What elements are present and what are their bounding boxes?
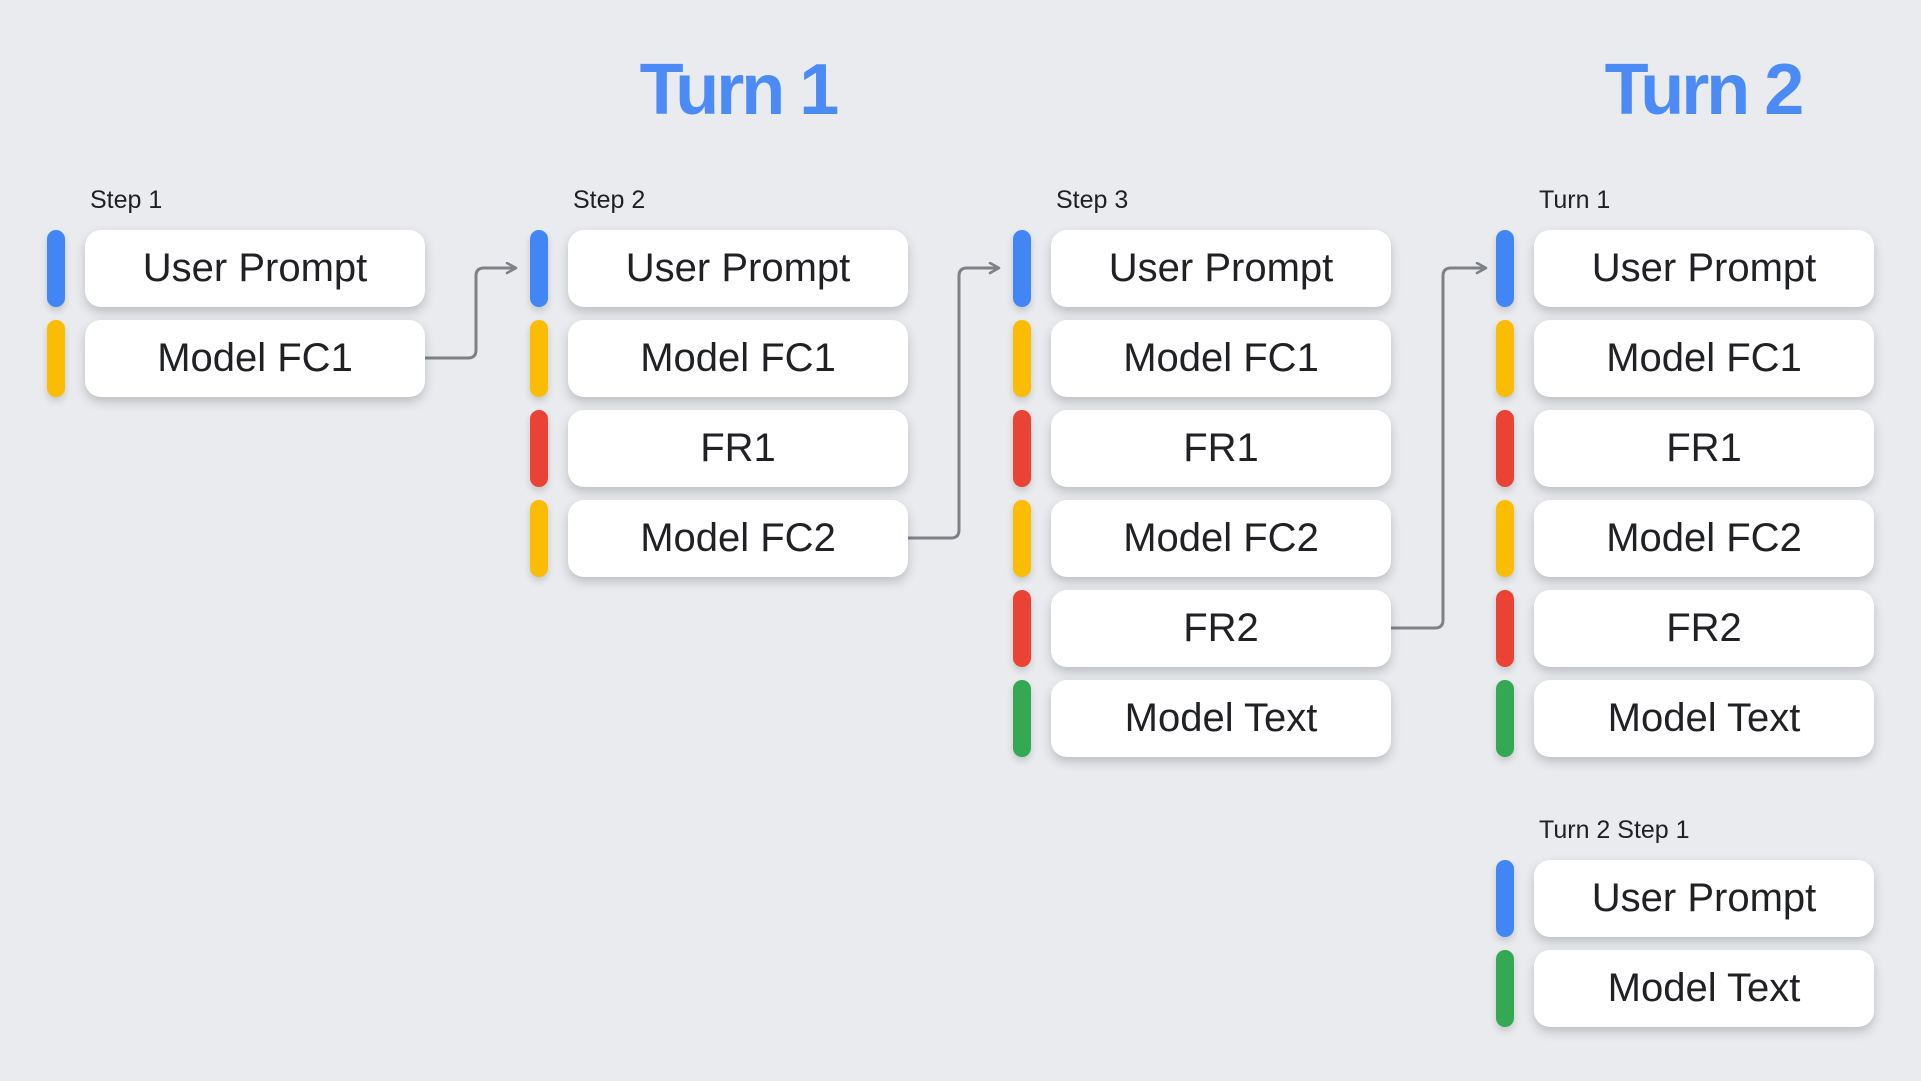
card-model-fc1: Model FC1 <box>85 320 425 397</box>
yellow-color-bar <box>530 320 548 397</box>
green-color-bar <box>1496 680 1514 757</box>
card-row: User Prompt <box>1496 860 1876 937</box>
card-row: Model Text <box>1496 680 1876 757</box>
card-row: FR2 <box>1496 590 1876 667</box>
column-label: Step 3 <box>1056 186 1129 214</box>
red-color-bar <box>530 410 548 487</box>
yellow-color-bar <box>1013 320 1031 397</box>
blue-color-bar <box>1013 230 1031 307</box>
card-user-prompt: User Prompt <box>85 230 425 307</box>
card-user-prompt: User Prompt <box>1534 860 1874 937</box>
green-color-bar <box>1013 680 1031 757</box>
card-model-fc2: Model FC2 <box>1051 500 1391 577</box>
card-row: Model FC1 <box>1496 320 1876 397</box>
column-label: Turn 1 <box>1539 186 1611 214</box>
turn-1-title: Turn 1 <box>639 50 840 130</box>
card-row: Model FC1 <box>47 320 427 397</box>
card-model-fc1: Model FC1 <box>568 320 908 397</box>
card-user-prompt: User Prompt <box>568 230 908 307</box>
turn-2-title: Turn 2 <box>1604 50 1805 130</box>
column-label: Step 2 <box>573 186 646 214</box>
card-row: Model Text <box>1013 680 1393 757</box>
blue-color-bar <box>47 230 65 307</box>
red-color-bar <box>1013 410 1031 487</box>
card-row: Model FC1 <box>530 320 910 397</box>
card-model-text: Model Text <box>1534 950 1874 1027</box>
card-row: FR2 <box>1013 590 1393 667</box>
card-row: FR1 <box>1013 410 1393 487</box>
card-row: User Prompt <box>1013 230 1393 307</box>
yellow-color-bar <box>530 500 548 577</box>
green-color-bar <box>1496 950 1514 1027</box>
connector-arrow <box>908 268 999 540</box>
card-fr2: FR2 <box>1534 590 1874 667</box>
column-label: Turn 2 Step 1 <box>1539 816 1690 844</box>
red-color-bar <box>1496 410 1514 487</box>
connector-arrow <box>1390 268 1486 630</box>
yellow-color-bar <box>47 320 65 397</box>
card-row: Model FC2 <box>1496 500 1876 577</box>
yellow-color-bar <box>1013 500 1031 577</box>
card-model-fc1: Model FC1 <box>1051 320 1391 397</box>
red-color-bar <box>1496 590 1514 667</box>
yellow-color-bar <box>1496 320 1514 397</box>
card-row: FR1 <box>530 410 910 487</box>
card-model-fc1: Model FC1 <box>1534 320 1874 397</box>
card-row: FR1 <box>1496 410 1876 487</box>
card-model-fc2: Model FC2 <box>568 500 908 577</box>
card-fr1: FR1 <box>1051 410 1391 487</box>
card-row: Model FC1 <box>1013 320 1393 397</box>
card-row: User Prompt <box>1496 230 1876 307</box>
card-row: User Prompt <box>47 230 427 307</box>
card-fr1: FR1 <box>1534 410 1874 487</box>
column-label: Step 1 <box>90 186 163 214</box>
card-model-text: Model Text <box>1534 680 1874 757</box>
yellow-color-bar <box>1496 500 1514 577</box>
card-user-prompt: User Prompt <box>1051 230 1391 307</box>
red-color-bar <box>1013 590 1031 667</box>
blue-color-bar <box>1496 860 1514 937</box>
card-model-fc2: Model FC2 <box>1534 500 1874 577</box>
blue-color-bar <box>1496 230 1514 307</box>
card-fr1: FR1 <box>568 410 908 487</box>
card-model-text: Model Text <box>1051 680 1391 757</box>
card-row: User Prompt <box>530 230 910 307</box>
card-user-prompt: User Prompt <box>1534 230 1874 307</box>
connector-arrow <box>425 268 516 360</box>
card-row: Model Text <box>1496 950 1876 1027</box>
blue-color-bar <box>530 230 548 307</box>
card-row: Model FC2 <box>530 500 910 577</box>
card-row: Model FC2 <box>1013 500 1393 577</box>
card-fr2: FR2 <box>1051 590 1391 667</box>
